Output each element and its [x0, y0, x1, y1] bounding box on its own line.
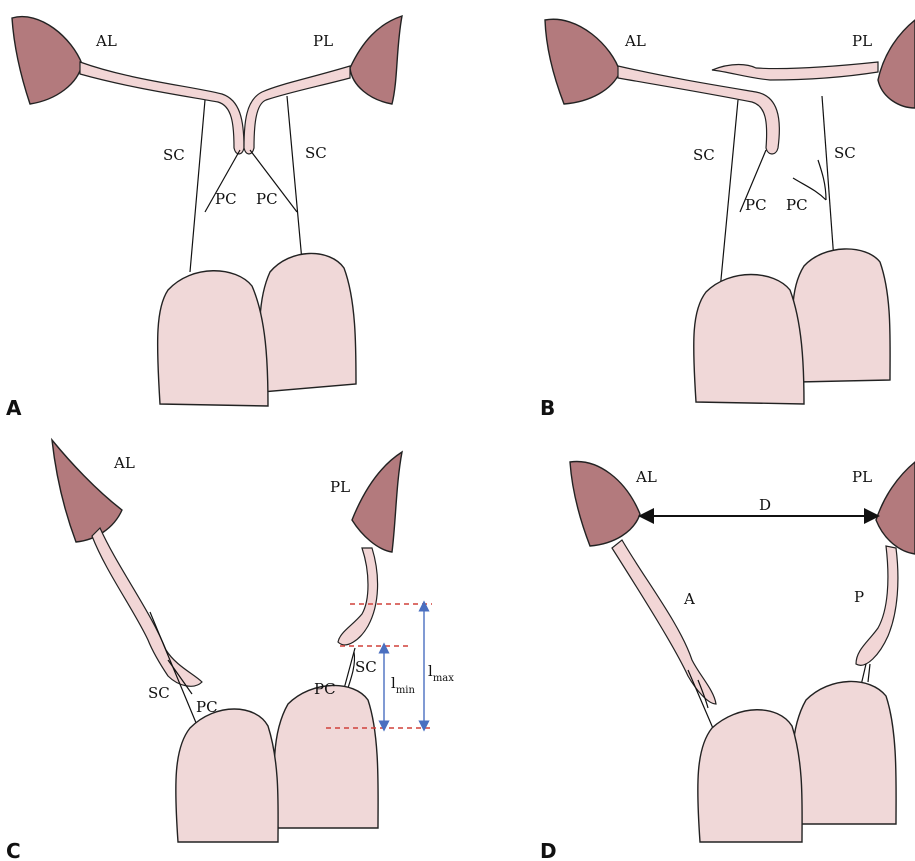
anterior-chord: [612, 540, 716, 704]
label-al: AL: [95, 32, 117, 50]
posterior-leaflet: [878, 20, 915, 108]
posterior-leaflet: [352, 452, 402, 552]
anterior-chord: [80, 62, 244, 154]
anterior-leaflet: [12, 17, 82, 104]
label-sc-right: SC: [355, 658, 377, 676]
posterior-chord: [338, 548, 378, 645]
papillary-muscle-left: [698, 710, 802, 842]
label-al: AL: [635, 468, 657, 486]
label-pl: PL: [852, 32, 872, 50]
label-sc-right: SC: [305, 144, 327, 162]
panel-d: AL PL D A P D: [540, 462, 915, 861]
panel-a: AL PL SC SC PC PC A: [6, 16, 402, 420]
label-pc-left: PC: [745, 196, 767, 214]
label-lmin: lmin: [391, 674, 415, 696]
label-al: AL: [624, 32, 646, 50]
papillary-muscle-left: [158, 271, 268, 406]
papillary-muscle-left: [694, 275, 804, 405]
label-al: AL: [113, 454, 135, 472]
posterior-chord: [244, 66, 350, 154]
anterior-chord: [92, 528, 202, 686]
panel-letter-c: C: [6, 839, 21, 861]
label-p: P: [854, 588, 864, 606]
papillary-muscle-right: [793, 249, 891, 382]
posterior-leaflet: [350, 16, 402, 104]
panel-b: AL PL SC SC PC PC B: [540, 19, 915, 420]
label-pl: PL: [330, 478, 350, 496]
label-pc-left: PC: [215, 190, 237, 208]
panel-letter-b: B: [540, 396, 555, 420]
label-sc-right: SC: [834, 144, 856, 162]
anterior-leaflet: [52, 440, 122, 542]
anterior-leaflet: [545, 19, 620, 104]
label-pc-right: PC: [786, 196, 808, 214]
label-pc-right: PC: [256, 190, 278, 208]
anterior-chord-prolapsed: [618, 66, 779, 154]
label-lmax: lmax: [428, 662, 454, 684]
label-sc-left: SC: [163, 146, 185, 164]
panel-letter-d: D: [540, 839, 557, 861]
label-a: A: [683, 590, 695, 608]
label-distance: D: [759, 496, 771, 514]
papillary-muscle-right: [260, 253, 356, 392]
label-pl: PL: [313, 32, 333, 50]
papillary-muscle-right: [274, 685, 378, 828]
label-pl: PL: [852, 468, 872, 486]
panel-c: AL PL SC PC SC PC lmin lmax C: [6, 440, 454, 861]
label-sc-left: SC: [693, 146, 715, 164]
panel-letter-a: A: [6, 396, 22, 420]
posterior-leaflet: [876, 462, 915, 554]
label-sc-left: SC: [148, 684, 170, 702]
label-pc-left: PC: [196, 698, 218, 716]
papillary-muscle-left: [176, 709, 278, 842]
papillary-muscle-right: [792, 681, 896, 824]
anterior-leaflet: [570, 462, 640, 546]
posterior-chord-ruptured: [712, 62, 878, 80]
label-pc-right: PC: [314, 680, 336, 698]
